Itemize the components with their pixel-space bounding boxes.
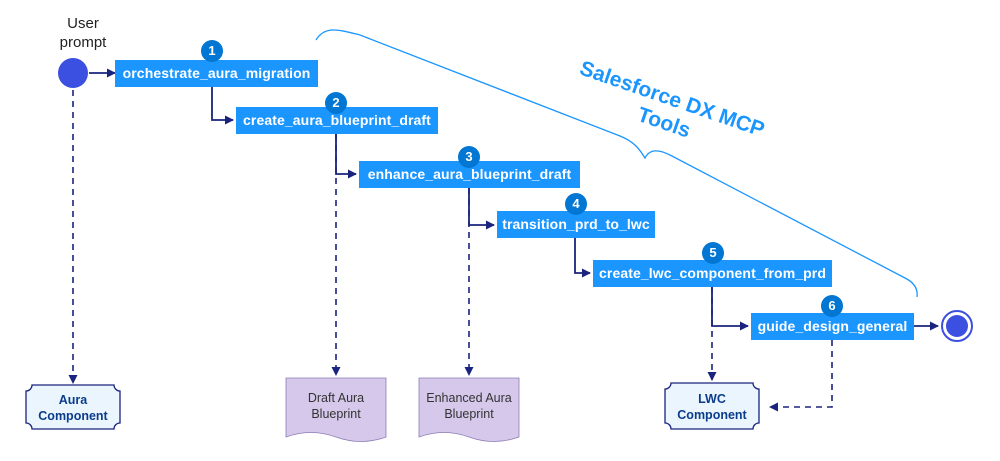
tool-transition-prd-to-lwc: transition_prd_to_lwc xyxy=(497,211,655,238)
draft-blueprint-line1: Draft Aura xyxy=(307,391,365,405)
tool-guide-design-general: guide_design_general xyxy=(751,313,914,340)
step6-to-lwc-component-arrow xyxy=(769,340,833,412)
step-4-badge: 4 xyxy=(565,193,587,215)
enhanced-blueprint-line1: Enhanced Aura xyxy=(426,391,512,405)
tool-create-aura-blueprint-draft: create_aura_blueprint_draft xyxy=(236,107,438,134)
step4-to-step5-arrow xyxy=(574,238,591,278)
enhanced-blueprint-line2: Blueprint xyxy=(444,407,494,421)
lwc-component-label: LWC Component xyxy=(665,391,759,423)
aura-component-shape xyxy=(25,384,121,430)
tool-orchestrate-aura-migration: orchestrate_aura_migration xyxy=(115,60,318,87)
step-5-badge: 5 xyxy=(702,242,724,264)
enhanced-blueprint-label: Enhanced Aura Blueprint xyxy=(419,390,519,422)
start-node xyxy=(58,58,88,88)
tools-brace xyxy=(315,29,918,298)
aura-component-line2: Component xyxy=(38,409,108,423)
step5-to-step6-arrow xyxy=(711,287,749,331)
draft-blueprint-label: Draft Aura Blueprint xyxy=(286,390,386,422)
step-6-badge: 6 xyxy=(821,295,843,317)
enhanced-blueprint-shape xyxy=(418,377,520,442)
end-node-core xyxy=(946,315,968,337)
step1-to-step2-arrow xyxy=(211,87,234,125)
user-prompt-label: User prompt xyxy=(59,15,107,51)
end-node-ring xyxy=(941,310,973,342)
tool-create-lwc-component-from-prd: create_lwc_component_from_prd xyxy=(593,260,832,287)
draft-blueprint-line2: Blueprint xyxy=(311,407,361,421)
lwc-component-line1: LWC xyxy=(698,392,726,406)
step3-to-step4-arrow xyxy=(468,188,495,230)
step2-to-step3-arrow xyxy=(335,134,357,179)
step-2-badge: 2 xyxy=(325,92,347,114)
step-3-badge: 3 xyxy=(458,146,480,168)
aura-component-label: Aura Component xyxy=(26,392,120,424)
step-1-badge: 1 xyxy=(201,40,223,62)
lwc-component-shape xyxy=(664,382,760,430)
draft-blueprint-shape xyxy=(285,377,387,442)
lwc-component-line2: Component xyxy=(677,408,747,422)
aura-component-line1: Aura xyxy=(58,393,88,407)
